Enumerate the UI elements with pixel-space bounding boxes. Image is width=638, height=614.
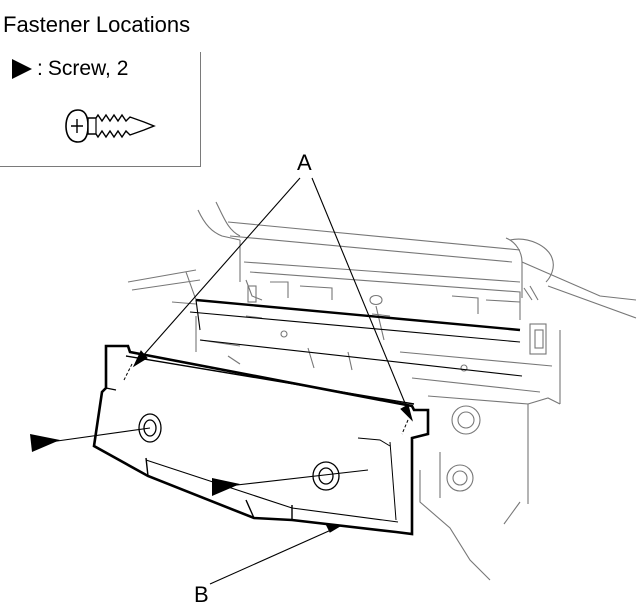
screw-icon — [65, 109, 156, 143]
legend-row: : Screw, 2 — [12, 56, 128, 82]
background-panel-outlines — [127, 201, 637, 581]
page-title: Fastener Locations — [3, 12, 191, 37]
callout-a: A — [297, 150, 312, 175]
leader-arrowheads — [132, 350, 413, 533]
leader-lines — [49, 177, 413, 585]
mounting-rails — [189, 298, 523, 377]
legend-separator: : — [37, 57, 43, 80]
triangle-marker-icon — [12, 59, 32, 79]
callout-b: B — [194, 582, 209, 607]
legend-item-label: Screw, 2 — [47, 57, 129, 80]
legend-box — [0, 52, 201, 167]
screw-location-markers — [30, 434, 240, 496]
part-b-cover — [92, 344, 430, 536]
